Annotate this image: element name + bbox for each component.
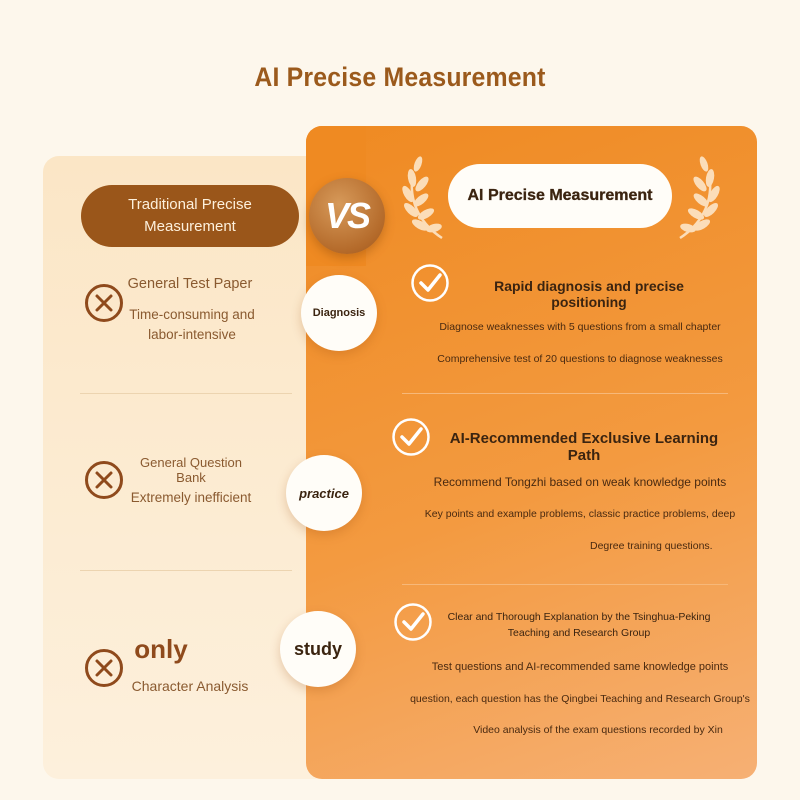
right-row-1-line-2: Comprehensive test of 20 questions to di… [437, 353, 723, 365]
right-row-1-line-1: Diagnose weaknesses with 5 questions fro… [439, 321, 721, 333]
x-circle-icon [85, 461, 123, 499]
traditional-header-label: Traditional Precise Measurement [128, 196, 252, 235]
right-row-2-line-2: Key points and example problems, classic… [424, 508, 736, 520]
right-row-3-line-3: Video analysis of the exam questions rec… [473, 724, 723, 736]
vs-badge: VS [309, 178, 385, 254]
left-divider-2 [80, 570, 292, 571]
laurel-left-icon [402, 156, 443, 240]
right-row-1-heading: Rapid diagnosis and precise positioning [494, 278, 684, 310]
left-row-1-desc: Time-consuming and labor-intensive [129, 307, 255, 342]
vs-label: VS [324, 195, 371, 236]
diagnosis-label: Diagnosis [312, 307, 366, 319]
x-circle-icon [85, 284, 123, 322]
study-label: study [293, 638, 342, 659]
study-circle: study [280, 611, 356, 687]
right-row-2-line-3: Degree training questions. [590, 540, 713, 552]
right-row-3-line-1: Test questions and AI-recommended same k… [431, 661, 729, 673]
x-circle-icon [85, 649, 123, 687]
right-row-3-heading: Clear and Thorough Explanation by the Ts… [447, 611, 711, 639]
diagnosis-circle: Diagnosis [301, 275, 377, 351]
ai-header-pill: AI Precise Measurement [448, 164, 672, 228]
left-row-2-title: General Question Bank [140, 455, 242, 485]
ai-header-label: AI Precise Measurement [467, 187, 653, 204]
right-row-2-line-1: Recommend Tongzhi based on weak knowledg… [433, 475, 727, 489]
left-row-3-desc: Character Analysis [131, 678, 249, 694]
right-row-3-line-2: question, each question has the Qingbei … [410, 693, 750, 705]
check-circle-icon [394, 603, 432, 641]
laurel-right-icon [679, 156, 720, 240]
left-row-3-title: only [134, 634, 188, 664]
check-circle-icon [392, 418, 430, 456]
practice-circle: practice [286, 455, 362, 531]
practice-label: practice [299, 485, 349, 501]
left-divider-1 [80, 393, 292, 394]
right-divider-2 [402, 584, 728, 585]
check-circle-icon [411, 264, 449, 302]
page-title: AI Precise Measurement [254, 62, 546, 92]
right-row-2-heading: AI-Recommended Exclusive Learning Path [449, 430, 719, 464]
left-row-2-desc: Extremely inefficient [130, 490, 252, 505]
traditional-header-pill: Traditional Precise Measurement [81, 185, 299, 247]
right-divider-1 [402, 393, 728, 394]
left-row-1-title: General Test Paper [127, 276, 253, 292]
right-panel [306, 126, 757, 779]
